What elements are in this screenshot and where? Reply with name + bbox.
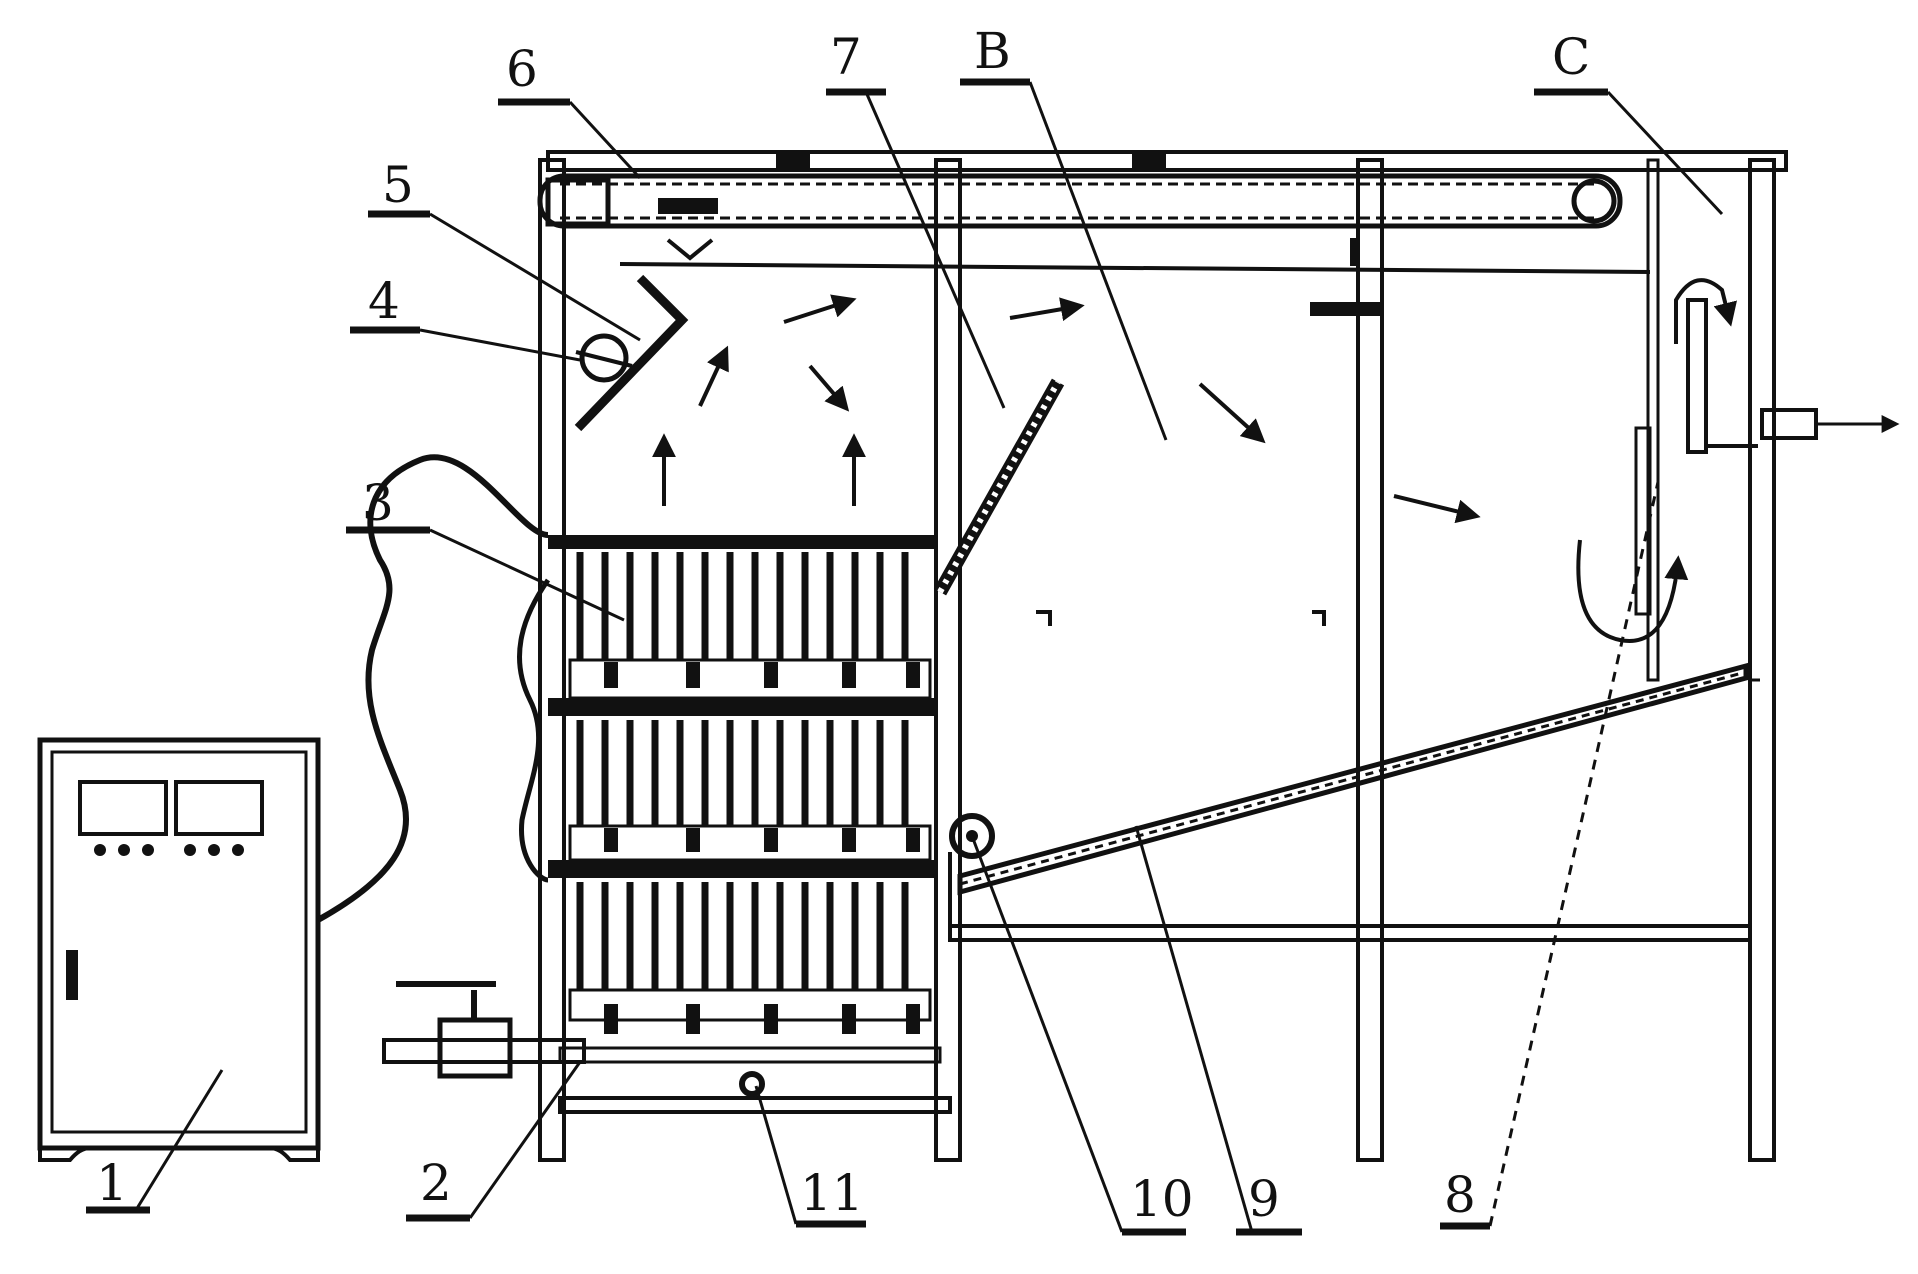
- scum-plate: [574, 274, 689, 432]
- label-4: 4: [368, 272, 400, 330]
- label-6: 6: [506, 40, 538, 98]
- chain-conveyor: [537, 150, 1623, 316]
- label-3: 3: [362, 474, 394, 532]
- label-2: 2: [420, 1154, 452, 1212]
- label-C: C: [1552, 28, 1590, 86]
- drain-port: [739, 1071, 765, 1097]
- power-cable-2: [517, 578, 551, 883]
- label-B: B: [974, 22, 1011, 80]
- outlet-weir: [1634, 298, 1900, 616]
- label-9: 9: [1248, 1170, 1280, 1228]
- inlet-pipe: [382, 981, 942, 1079]
- label-7: 7: [830, 28, 862, 86]
- inclined-plate: [948, 662, 1749, 926]
- power-cable: [316, 454, 549, 923]
- leader-lines: [86, 78, 1724, 1236]
- label-1: 1: [96, 1154, 128, 1212]
- electrode-stack: [548, 535, 936, 1034]
- label-10: 10: [1130, 1170, 1194, 1228]
- control-cabinet: [37, 737, 321, 1162]
- corner-mark: [1036, 610, 1326, 626]
- label-11: 11: [800, 1164, 864, 1222]
- flow-arrows: [652, 278, 1737, 643]
- tank-frame: [538, 150, 1788, 1162]
- label-8: 8: [1444, 1166, 1476, 1224]
- label-5: 5: [382, 156, 414, 214]
